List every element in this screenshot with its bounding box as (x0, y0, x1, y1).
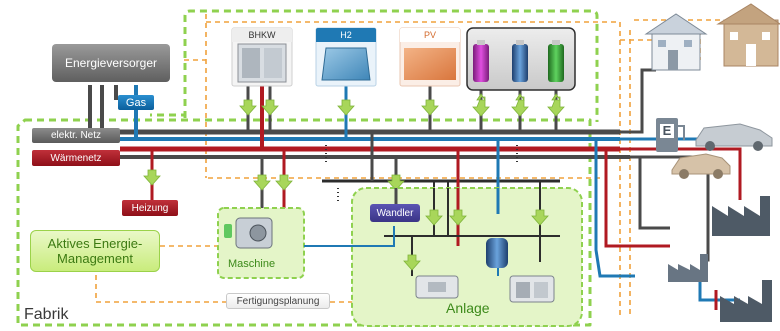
production-planning-label: Fertigungsplanung (236, 295, 320, 307)
pv-label-box: PV (400, 28, 460, 42)
pv-panel-icon (399, 27, 461, 87)
converter-box: Wandler (370, 204, 420, 222)
storage-tank-icon (486, 238, 508, 268)
chp-label: BHKW (248, 30, 276, 40)
hydrogen-label-box: H2 (316, 28, 376, 42)
factory-icon (720, 280, 772, 322)
energy-supplier-label: Energieversorger (64, 56, 158, 70)
chp-unit-icon (231, 27, 293, 87)
charging-station-icon (656, 118, 685, 152)
generation-boundary (183, 9, 599, 122)
battery-icon (548, 40, 564, 82)
factory-icon (712, 196, 770, 236)
hydrogen-label: H2 (340, 30, 352, 40)
heat-grid-label: Wärmenetz (50, 152, 102, 164)
supplier-feeders (88, 85, 138, 139)
charging-station-letter: E (662, 123, 672, 138)
plant-cabinet-icon (509, 275, 555, 303)
supplier-boundary-link (150, 113, 187, 118)
flow-arrows-plant (403, 209, 549, 271)
converter-label: Wandler (376, 207, 414, 219)
battery-storage (466, 27, 576, 91)
house-icon (644, 13, 708, 71)
electric-grid-box: elektr. Netz (32, 128, 120, 143)
pv-label: PV (423, 30, 436, 40)
heating-label: Heizung (131, 202, 169, 214)
machine-icon (224, 217, 273, 249)
machine-label: Maschine (228, 258, 276, 270)
car-icon (671, 153, 731, 179)
heating-box: Heizung (122, 200, 178, 216)
busbars (120, 129, 630, 183)
active-energy-management-box: Aktives Energie-Management (30, 230, 160, 272)
factory-icon (668, 254, 708, 282)
house-icon (716, 3, 780, 67)
car-icon (695, 123, 773, 151)
heat-grid-box: Wärmenetz (32, 150, 120, 166)
plant-label: Anlage (446, 300, 490, 316)
energy-supplier-box: Energieversorger (52, 44, 170, 82)
factory-boundary (16, 118, 592, 327)
factory-label: Fabrik (24, 306, 69, 323)
gas-label: Gas (125, 96, 147, 109)
gas-box: Gas (118, 95, 154, 110)
battery-icon (473, 40, 489, 82)
plant-machine-icon (415, 275, 459, 299)
hydrogen-tank-icon (315, 27, 377, 87)
chp-label-box: BHKW (232, 28, 292, 42)
production-planning-box: Fertigungsplanung (226, 293, 330, 309)
active-energy-management-label: Aktives Energie-Management (47, 236, 143, 266)
dotted-markers (325, 145, 518, 204)
electric-grid-label: elektr. Netz (50, 130, 102, 141)
battery-icon (512, 40, 528, 82)
